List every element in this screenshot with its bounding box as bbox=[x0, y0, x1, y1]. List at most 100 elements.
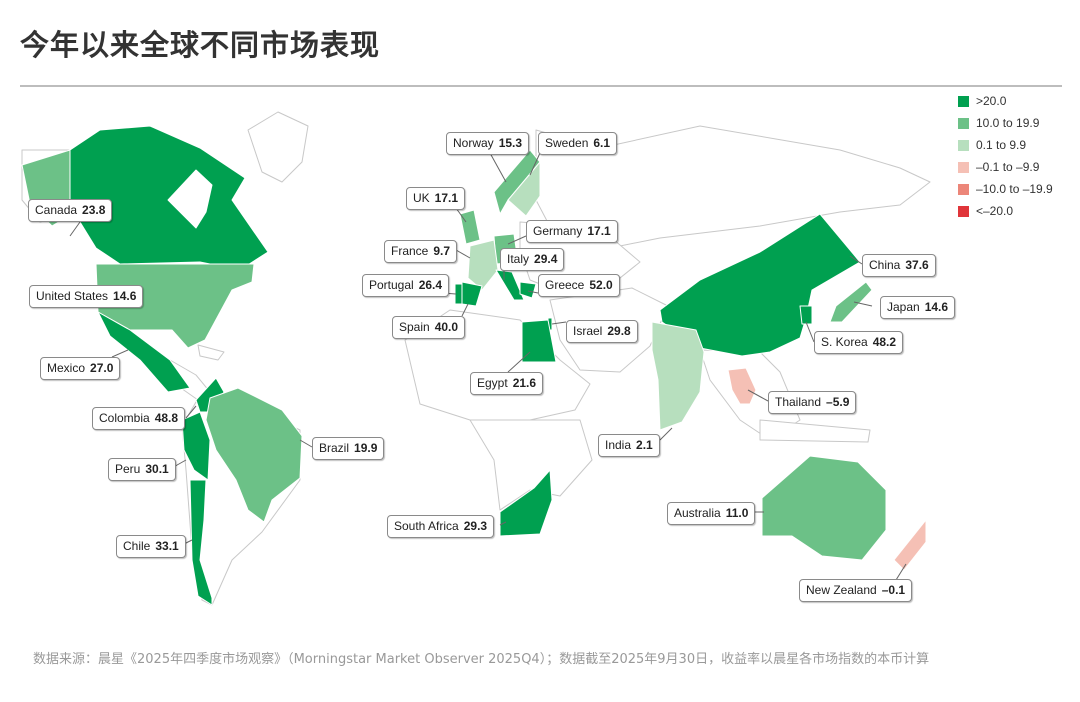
legend-label: <–20.0 bbox=[976, 204, 1014, 218]
south-africa-shape bbox=[499, 469, 553, 537]
callout-new-zealand: New Zealand –0.1 bbox=[799, 579, 913, 602]
canada-shape bbox=[69, 125, 269, 271]
mexico-shape bbox=[97, 311, 191, 393]
chile-shape bbox=[189, 479, 213, 606]
new-zealand-shape bbox=[893, 519, 927, 571]
market-name: Canada bbox=[35, 203, 78, 217]
market-value: –0.1 bbox=[881, 583, 906, 597]
legend-item: 0.1 to 9.9 bbox=[958, 134, 1053, 156]
market-name: India bbox=[605, 438, 632, 452]
callout-uk: UK 17.1 bbox=[406, 187, 466, 210]
callout-australia: Australia 11.0 bbox=[667, 502, 756, 525]
market-value: 11.0 bbox=[725, 506, 749, 520]
market-value: 9.7 bbox=[433, 244, 451, 258]
callout-portugal: Portugal 26.4 bbox=[362, 274, 450, 297]
callout-norway: Norway 15.3 bbox=[446, 132, 530, 155]
market-name: Sweden bbox=[545, 136, 589, 150]
market-value: 14.6 bbox=[924, 300, 949, 314]
spain-shape bbox=[461, 281, 483, 307]
market-value: 37.6 bbox=[905, 258, 929, 272]
market-name: Italy bbox=[507, 252, 530, 266]
callout-colombia: Colombia 48.8 bbox=[92, 407, 186, 430]
market-name: Portugal bbox=[369, 278, 414, 292]
legend-swatch bbox=[958, 95, 969, 107]
legend: >20.0 10.0 to 19.9 0.1 to 9.9 –0.1 to –9… bbox=[958, 90, 1053, 222]
korea-shape bbox=[799, 305, 813, 325]
market-name: Norway bbox=[453, 136, 494, 150]
market-name: France bbox=[391, 244, 429, 258]
market-value: 48.8 bbox=[154, 411, 179, 425]
callout-brazil: Brazil 19.9 bbox=[312, 437, 385, 460]
italy-shape bbox=[495, 269, 525, 301]
caribbean-outline bbox=[197, 344, 225, 361]
market-name: Spain bbox=[399, 320, 430, 334]
market-value: 17.1 bbox=[434, 191, 459, 205]
market-value: 26.4 bbox=[418, 278, 443, 292]
japan-shape bbox=[829, 281, 873, 323]
legend-item: –10.0 to –19.9 bbox=[958, 178, 1053, 200]
callout-peru: Peru 30.1 bbox=[108, 458, 176, 481]
market-name: Peru bbox=[115, 462, 141, 476]
legend-label: –10.0 to –19.9 bbox=[976, 182, 1053, 196]
legend-label: 0.1 to 9.9 bbox=[976, 138, 1027, 152]
market-name: United States bbox=[36, 289, 109, 303]
callout-mexico: Mexico 27.0 bbox=[40, 357, 121, 380]
callout-sweden: Sweden 6.1 bbox=[538, 132, 618, 155]
market-value: –5.9 bbox=[826, 395, 850, 409]
greece-shape bbox=[519, 281, 537, 299]
legend-label: >20.0 bbox=[976, 94, 1007, 108]
peru-shape bbox=[181, 411, 211, 481]
uk-shape bbox=[459, 209, 481, 245]
legend-swatch bbox=[958, 205, 969, 217]
legend-swatch bbox=[958, 139, 969, 151]
egypt-shape bbox=[521, 319, 557, 363]
market-value: 6.1 bbox=[593, 136, 611, 150]
callout-japan: Japan 14.6 bbox=[880, 296, 956, 319]
market-value: 27.0 bbox=[90, 361, 114, 375]
market-value: 19.9 bbox=[354, 441, 378, 455]
legend-item: –0.1 to –9.9 bbox=[958, 156, 1053, 178]
market-name: New Zealand bbox=[806, 583, 877, 597]
market-name: Mexico bbox=[47, 361, 86, 375]
greenland-outline bbox=[247, 111, 309, 183]
india-shape bbox=[651, 321, 705, 431]
chart-title: 今年以来全球不同市场表现 bbox=[20, 28, 381, 62]
thailand-shape bbox=[727, 367, 757, 405]
legend-label: –0.1 to –9.9 bbox=[976, 160, 1040, 174]
market-value: 15.3 bbox=[498, 136, 523, 150]
market-value: 17.1 bbox=[587, 224, 611, 238]
legend-label: 10.0 to 19.9 bbox=[976, 116, 1040, 130]
market-name: Japan bbox=[887, 300, 920, 314]
market-name: Australia bbox=[674, 506, 721, 520]
callout-thailand: Thailand–5.9 bbox=[768, 391, 857, 414]
market-name: Chile bbox=[123, 539, 151, 553]
legend-item: 10.0 to 19.9 bbox=[958, 112, 1053, 134]
legend-swatch bbox=[958, 117, 969, 129]
market-name: Egypt bbox=[477, 376, 508, 390]
market-name: South Africa bbox=[394, 519, 459, 533]
portugal-shape bbox=[454, 283, 463, 305]
legend-swatch bbox=[958, 183, 969, 195]
market-value: 29.8 bbox=[607, 324, 631, 338]
market-name: Colombia bbox=[99, 411, 150, 425]
brazil-shape bbox=[205, 387, 303, 523]
market-value: 48.2 bbox=[872, 335, 897, 349]
market-name: UK bbox=[413, 191, 430, 205]
source-note: 数据来源：晨星《2025年四季度市场观察》（Morningstar Market… bbox=[33, 652, 930, 667]
market-value: 29.4 bbox=[534, 252, 558, 266]
canada-bay-cutout bbox=[167, 169, 213, 229]
market-name: S. Korea bbox=[821, 335, 868, 349]
callout-s-korea: S. Korea 48.2 bbox=[814, 331, 904, 354]
market-name: Brazil bbox=[319, 441, 350, 455]
market-value: 30.1 bbox=[145, 462, 169, 476]
legend-item: >20.0 bbox=[958, 90, 1053, 112]
